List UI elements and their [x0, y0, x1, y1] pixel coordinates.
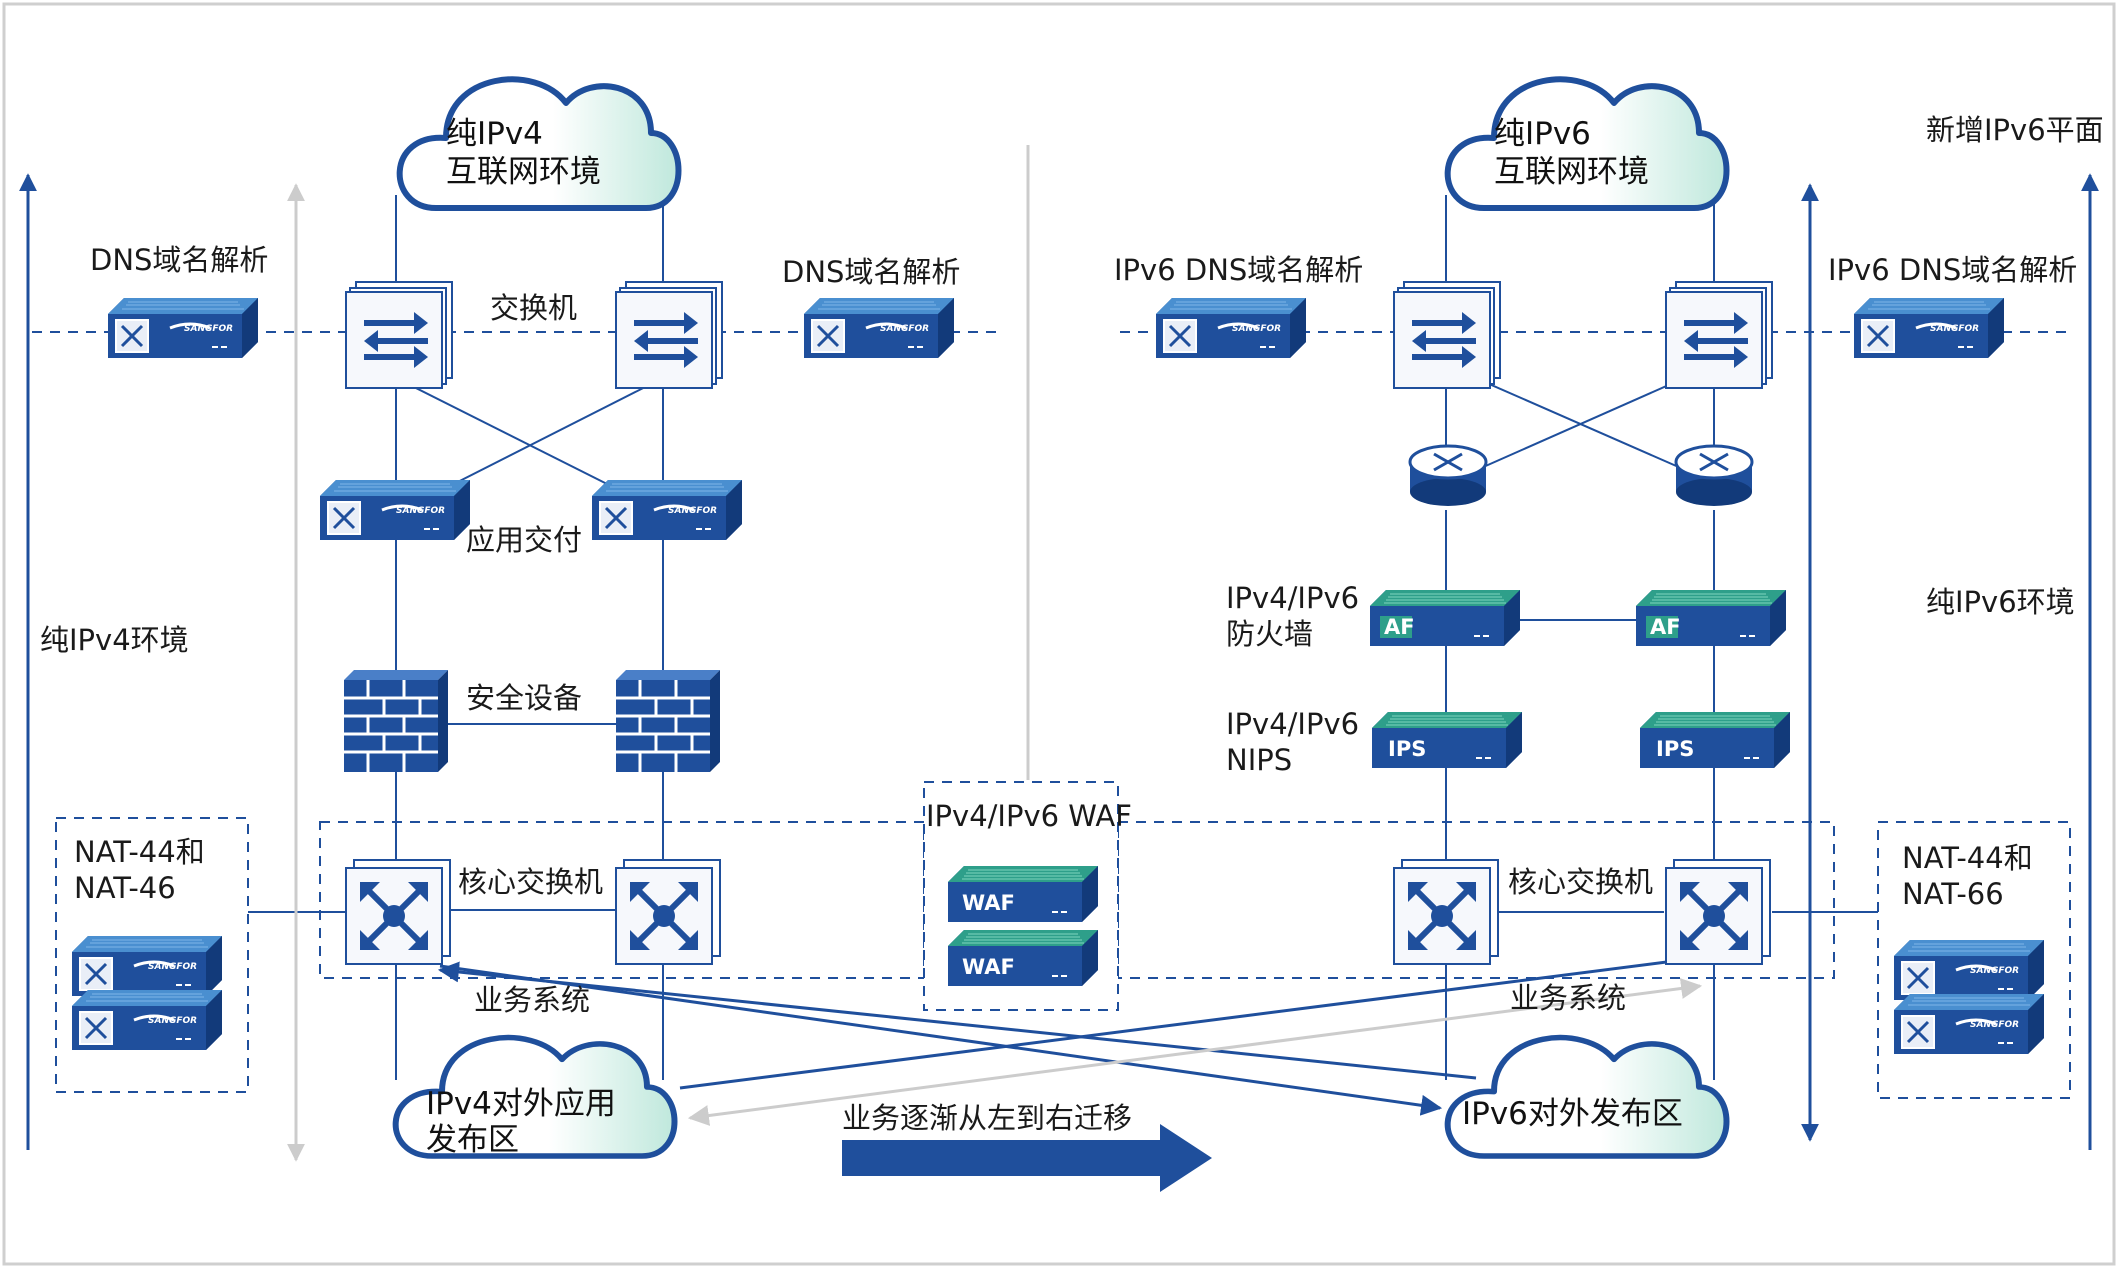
app-delivery-appliance-a: [318, 478, 472, 542]
nat-appliance-right-a: [1892, 938, 2046, 1002]
ips-appliance-b: IPS: [1639, 711, 1791, 769]
svg-text:WAF: WAF: [962, 955, 1015, 979]
nat-appliance-right-b: [1892, 992, 2046, 1056]
nat-right-label-line1: NAT-44和: [1902, 841, 2033, 875]
switch-left-a: [345, 281, 453, 389]
cloud-ipv4-release-line1: IPv4对外应用: [426, 1086, 616, 1122]
biz-left-label: 业务系统: [474, 983, 590, 1017]
security-firewall-b: [614, 668, 722, 774]
firewall-label-line1: IPv4/IPv6: [1226, 581, 1359, 615]
core-zone-left: [319, 821, 925, 979]
migration-arrow: [842, 1124, 1212, 1192]
core-switch-left-label: 核心交换机: [458, 865, 603, 899]
waf-appliance-b: WAF: [947, 929, 1099, 987]
router-b: [1674, 444, 1754, 508]
ips-appliance-a: IPS: [1371, 711, 1523, 769]
ipv6-dns-right-label: IPv6 DNS域名解析: [1828, 253, 2077, 287]
nat-zone-left: [55, 817, 249, 1093]
core-switch-right-a: [1394, 860, 1498, 964]
biz-right-label: 业务系统: [1510, 981, 1626, 1015]
left-links: [248, 195, 664, 1080]
app-delivery-label: 应用交付: [466, 523, 582, 557]
af-firewall-b: AF: [1635, 589, 1787, 647]
new-plane-label: 新增IPv6平面: [1926, 113, 2104, 147]
cloud-ipv4-internet-line2: 互联网环境: [446, 154, 601, 190]
svg-text:IPS: IPS: [1656, 737, 1694, 761]
cloud-ipv6-internet-line2: 互联网环境: [1494, 154, 1649, 190]
ipv6-dns-appliance-right: [1852, 296, 2006, 360]
svg-text:AF: AF: [1384, 615, 1415, 639]
biz-gray-line: [687, 978, 1703, 1126]
migration-label: 业务逐渐从左到右迁移: [842, 1101, 1132, 1135]
nips-label-line2: NIPS: [1226, 743, 1292, 777]
dns-appliance-left: [106, 296, 260, 360]
cloud-ipv4-internet-line1: 纯IPv4: [446, 116, 543, 152]
nat-left-label-line1: NAT-44和: [74, 835, 205, 869]
cloud-ipv6-release-label: IPv6对外发布区: [1462, 1096, 1683, 1132]
core-switch-right-b: [1666, 860, 1770, 964]
svg-text:WAF: WAF: [962, 891, 1015, 915]
nat-appliance-left-b: [70, 988, 224, 1052]
firewall-label-line2: 防火墙: [1226, 617, 1313, 651]
svg-text:AF: AF: [1650, 615, 1681, 639]
switch-right-b: [1665, 281, 1773, 389]
nat-appliance-left-a: [70, 934, 224, 998]
nat-left-label-line2: NAT-46: [74, 871, 176, 905]
security-device-label: 安全设备: [466, 681, 582, 715]
core-switch-right-label: 核心交换机: [1508, 865, 1653, 899]
pure-ipv6-env-label: 纯IPv6环境: [1926, 585, 2075, 619]
cloud-ipv6-internet-line1: 纯IPv6: [1494, 116, 1591, 152]
dns-appliance-center: [802, 296, 956, 360]
af-firewall-a: AF: [1369, 589, 1521, 647]
waf-zone-label: IPv4/IPv6 WAF: [926, 799, 1132, 833]
pure-ipv4-env-label: 纯IPv4环境: [40, 623, 189, 657]
dns-left-label: DNS域名解析: [90, 243, 268, 277]
switch-right-a: [1393, 281, 1501, 389]
cloud-ipv4-release-line2: 发布区: [426, 1122, 519, 1158]
nat-right-label-line2: NAT-66: [1902, 877, 2004, 911]
app-delivery-appliance-b: [590, 478, 744, 542]
ipv6-dns-appliance-center: [1154, 296, 1308, 360]
ipv6-dns-center-label: IPv6 DNS域名解析: [1114, 253, 1363, 287]
svg-text:IPS: IPS: [1388, 737, 1426, 761]
switch-left-b: [615, 281, 723, 389]
router-a: [1408, 444, 1488, 508]
core-switch-left-b: [616, 860, 720, 964]
right-links: [1445, 195, 1878, 1080]
waf-appliance-a: WAF: [947, 865, 1099, 923]
switch-label: 交换机: [490, 291, 577, 325]
security-firewall-a: [342, 668, 450, 774]
nat-zone-right: [1877, 821, 2071, 1099]
dns-center-label: DNS域名解析: [782, 255, 960, 289]
nips-label-line1: IPv4/IPv6: [1226, 707, 1359, 741]
core-switch-left-a: [346, 860, 450, 964]
